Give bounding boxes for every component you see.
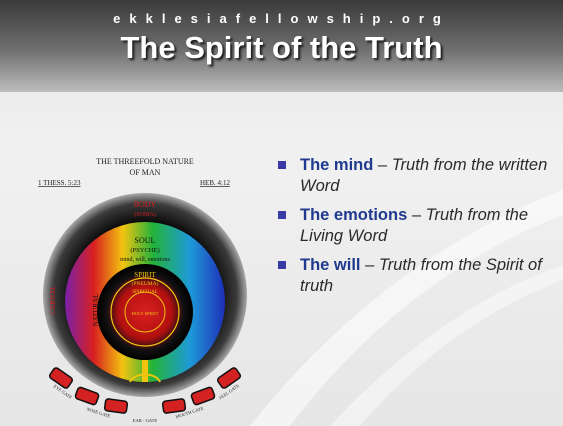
- gate-marker: [74, 386, 100, 406]
- body-label: BODY: [134, 200, 157, 209]
- bullet-item: The mind – Truth from the written Word: [276, 155, 556, 197]
- gate-marker: [161, 398, 187, 414]
- title-bar: [0, 0, 563, 92]
- scripture-ref-right: HEB. 4:12: [200, 179, 230, 187]
- bullet-heading: The mind: [300, 156, 374, 174]
- bullet-heading: The emotions: [300, 206, 408, 224]
- bullet-marker-icon: [278, 261, 286, 269]
- bullet-dash: –: [407, 206, 426, 224]
- bullet-marker-icon: [278, 211, 286, 219]
- bullet-description: Truth from the Living Word: [300, 206, 529, 245]
- soul-sub-label: (PSYCHE): [130, 247, 159, 254]
- soul-label: SOUL: [135, 236, 156, 245]
- site-name: ekklesiafellowship.org: [113, 11, 450, 26]
- bullet-item: The will – Truth from the Spirit of trut…: [276, 255, 556, 297]
- bullet-dash: –: [360, 256, 379, 274]
- gate-marker: [48, 367, 74, 389]
- gate-label: EAR - GATE: [133, 418, 157, 423]
- slide-title: The Spirit of the Truth: [120, 30, 443, 65]
- gate-marker: [190, 386, 216, 406]
- bullet-description: Truth from the Spirit of truth: [300, 256, 542, 295]
- bullet-marker-icon: [278, 161, 286, 169]
- body-sub-label: (SOMA): [134, 211, 155, 218]
- soul-parts-label: mind, will, emotions: [120, 257, 170, 263]
- gate-marker: [216, 367, 242, 389]
- spirit-label: SPIRIT: [134, 271, 156, 279]
- scripture-ref-left: 1 THESS. 5:23: [38, 179, 81, 187]
- threefold-nature-diagram: THE THREEFOLD NATURE OF MAN 1 THESS. 5:2…: [38, 157, 247, 423]
- bullet-list: The mind – Truth from the written Word T…: [276, 155, 556, 305]
- holy-spirit-label: HOLY SPIRIT: [132, 311, 159, 316]
- diagram-title-2: OF MAN: [130, 168, 161, 177]
- bullet-item: The emotions – Truth from the Living Wor…: [276, 205, 556, 247]
- gate-marker: [103, 398, 129, 414]
- spiritual-label: SPIRITUAL: [132, 290, 158, 295]
- bullet-heading: The will: [300, 256, 361, 274]
- sense-gates: [48, 367, 242, 414]
- carnal-label: CARNAL: [49, 286, 57, 315]
- diagram-title: THE THREEFOLD NATURE: [96, 157, 194, 166]
- spirit-sub-label: (PNEUMA): [132, 280, 159, 287]
- bullet-dash: –: [373, 156, 392, 174]
- bullet-description: Truth from the written Word: [300, 156, 548, 195]
- natural-label: NATURAL: [92, 294, 100, 327]
